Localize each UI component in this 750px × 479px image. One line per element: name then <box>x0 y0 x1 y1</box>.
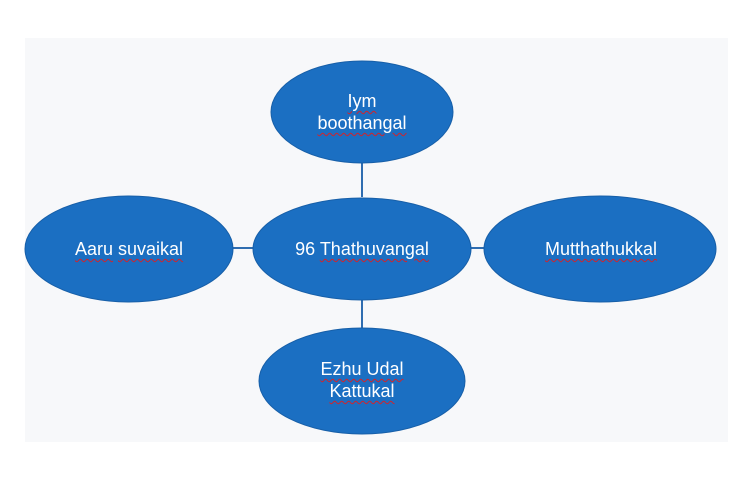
node-bottom-line2: Kattukal <box>329 381 395 401</box>
node-left <box>24 195 234 303</box>
node-left-line1: Aaru <box>74 239 113 259</box>
node-top-line1: Iym <box>347 91 377 111</box>
node-bottom <box>258 327 466 435</box>
node-center-number: 96 <box>295 239 316 259</box>
node-bottom-line1: Ezhu Udal <box>320 359 404 379</box>
node-center-text: 96 Thathuvangal <box>295 238 429 260</box>
node-right-line1: Mutthathukkal <box>544 239 658 259</box>
node-left-line2: suvaikal <box>118 239 184 259</box>
node-right <box>483 195 717 303</box>
node-top-label: Iym boothangal <box>272 62 452 162</box>
node-center-label: 96 Thathuvangal <box>254 199 470 299</box>
node-top-line2: boothangal <box>317 113 407 133</box>
node-center <box>252 197 472 301</box>
node-left-text: Aaru suvaikal <box>75 238 183 260</box>
node-center-word: Thathuvangal <box>319 239 429 259</box>
node-top <box>270 60 454 164</box>
node-left-label: Aaru suvaikal <box>26 199 232 299</box>
node-bottom-label: Ezhu Udal Kattukal <box>260 330 464 430</box>
node-right-label: Mutthathukkal <box>486 199 716 299</box>
